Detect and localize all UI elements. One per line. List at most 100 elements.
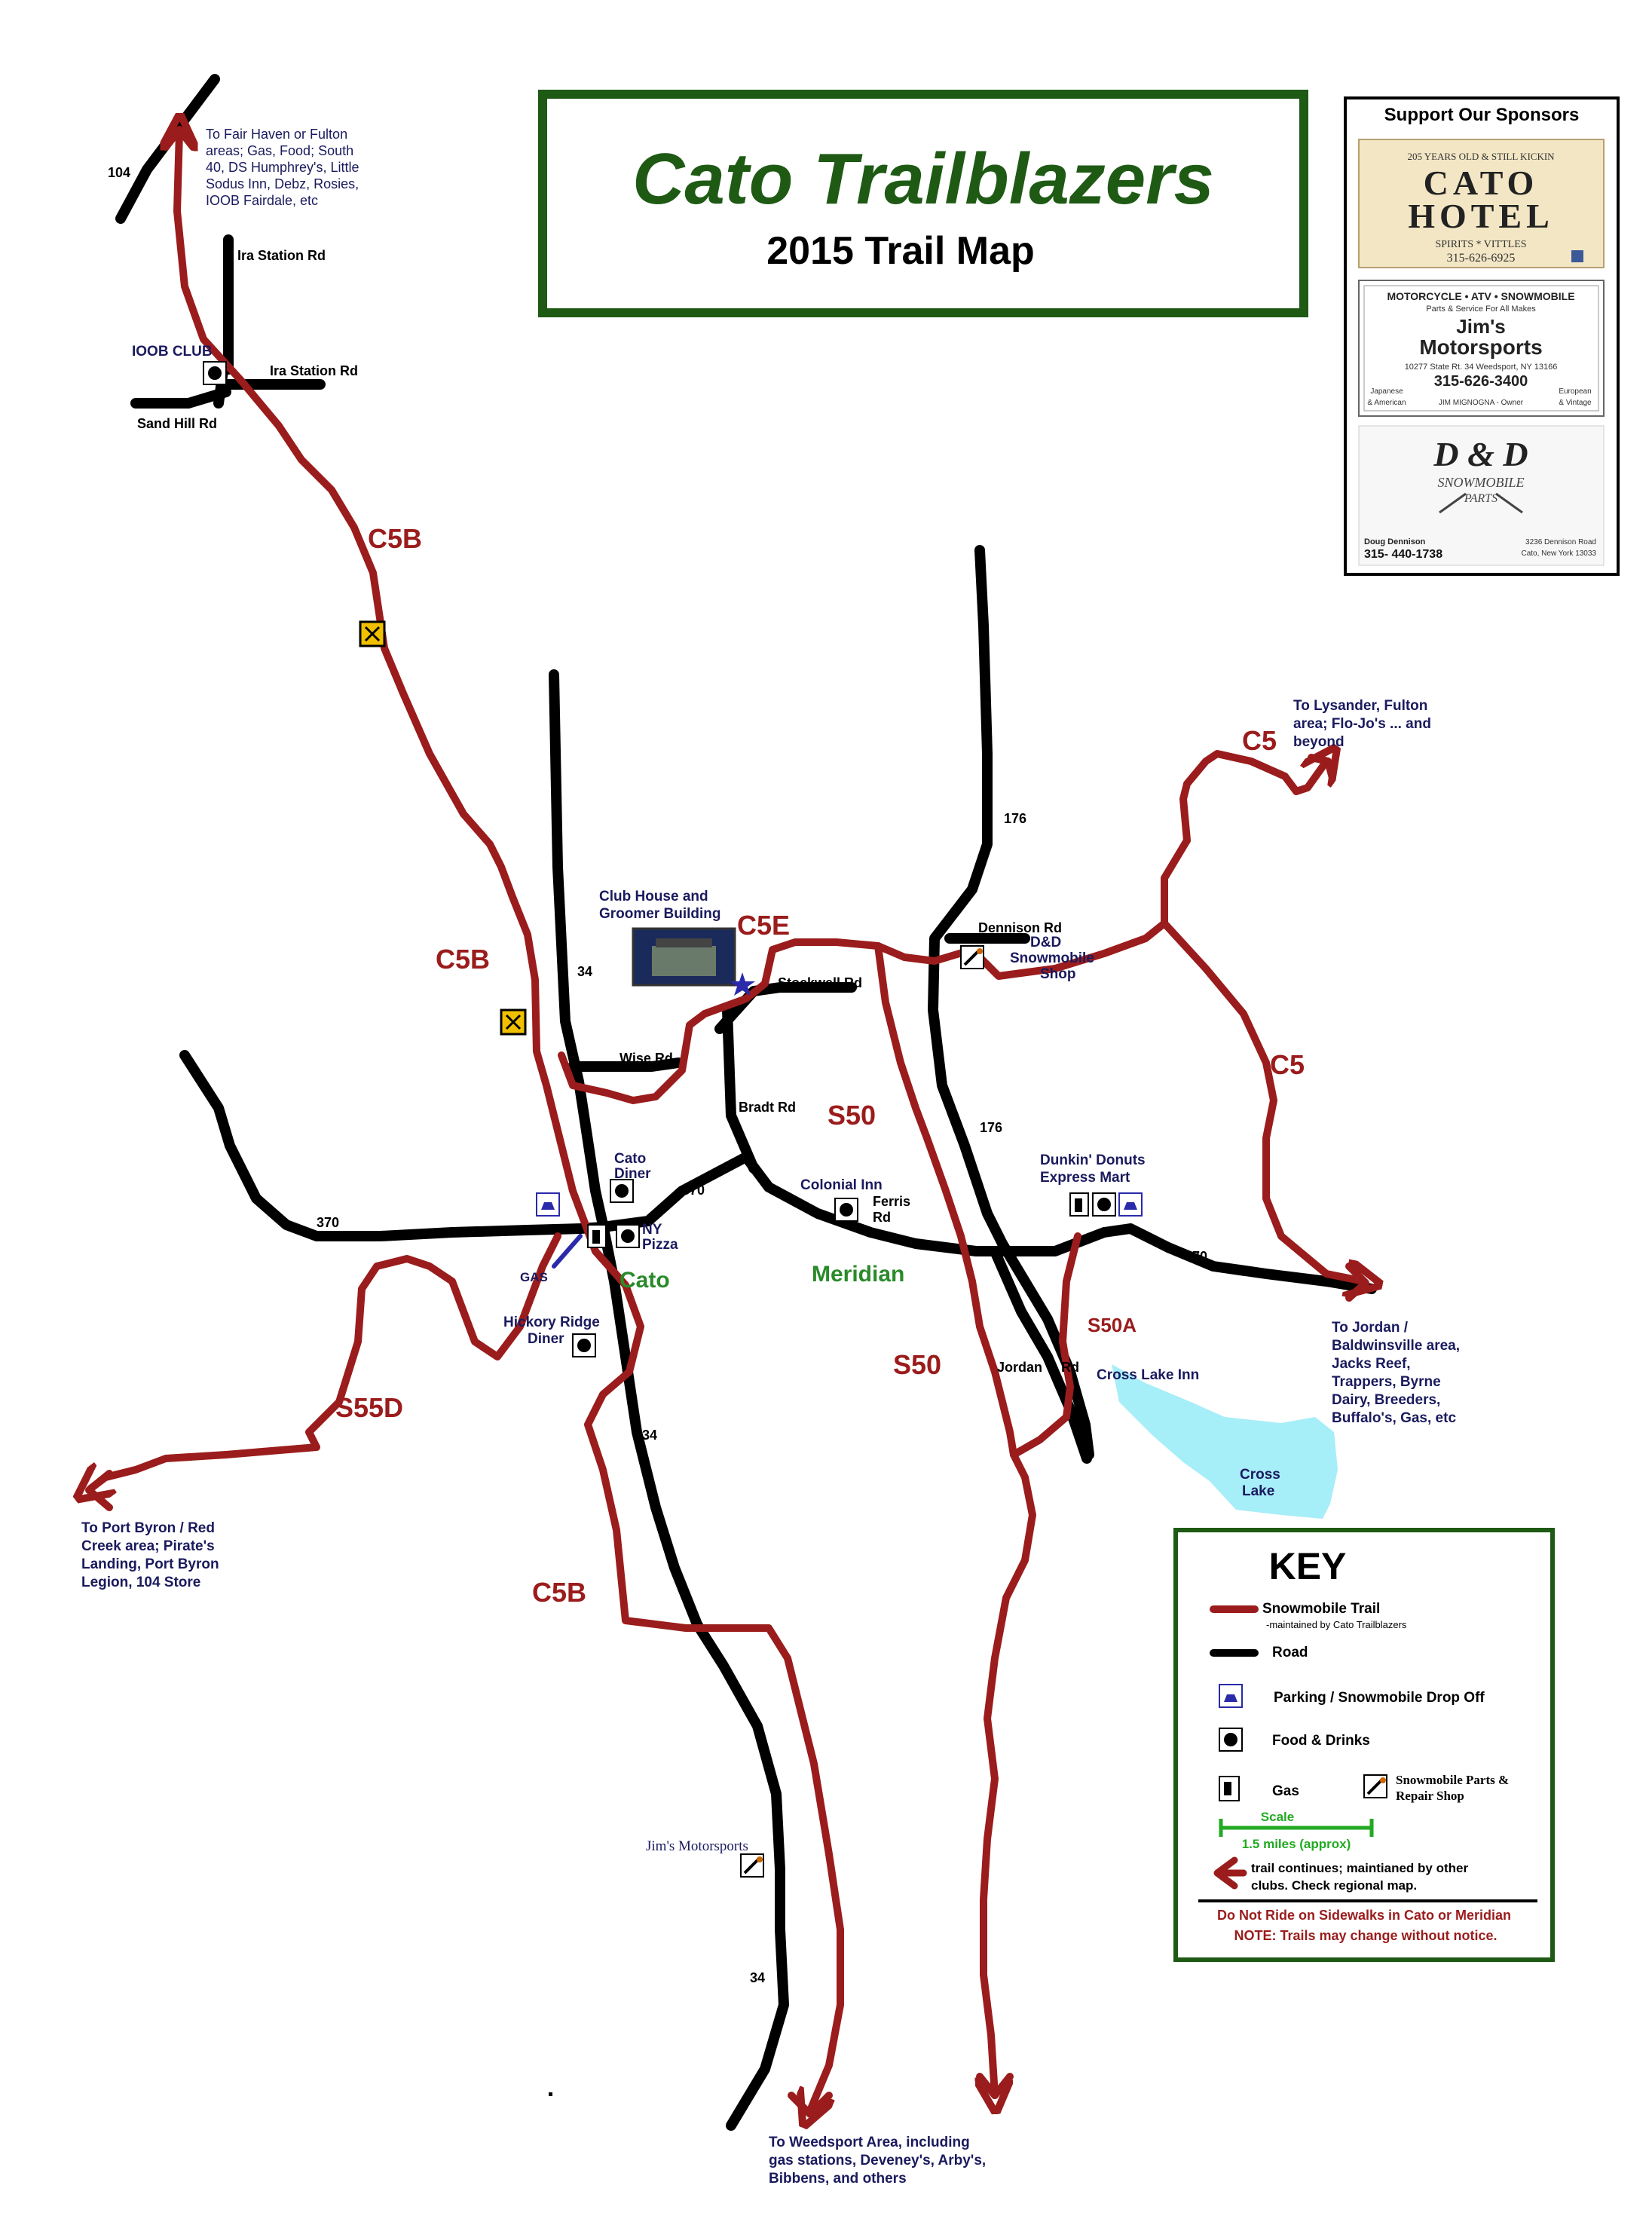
key-parking-icon xyxy=(1219,1684,1243,1708)
trail-label-s50a: S50A xyxy=(1088,1314,1137,1336)
stray-dot xyxy=(549,2092,552,2096)
place-jims-motorsports: Jim's Motorsports xyxy=(646,1838,748,1854)
dd-address1: 3236 Dennison Road xyxy=(1525,538,1596,546)
parking-snowmobile-icon-cato xyxy=(536,1192,560,1217)
road-370-west xyxy=(179,1050,608,1241)
road-34-north xyxy=(549,669,608,1230)
map-subtitle: 2015 Trail Map xyxy=(766,229,1035,273)
note-jordan-line-6: Buffalo's, Gas, etc xyxy=(1332,1410,1456,1426)
note-port-byron: To Port Byron / Red Creek area; Pirate's… xyxy=(81,1520,223,1590)
note-north-line-2: areas; Gas, Food; South xyxy=(206,143,353,158)
jims-name2: Motorsports xyxy=(1419,335,1542,359)
facebook-icon xyxy=(1571,250,1583,262)
place-hickory-1: Hickory Ridge xyxy=(503,1315,600,1330)
gas-pump-icon-cato xyxy=(587,1224,607,1248)
jims-owner: JIM MIGNOGNA - Owner xyxy=(1439,399,1524,407)
key-gas-label: Gas xyxy=(1272,1783,1299,1799)
crossing-signs xyxy=(359,620,527,1036)
note-weedsport: To Weedsport Area, including gas station… xyxy=(769,2135,990,2187)
key-title: KEY xyxy=(1269,1545,1347,1587)
food-icon-cato-diner xyxy=(610,1179,634,1203)
key-food-icon xyxy=(1219,1728,1243,1752)
food-icon-hickory xyxy=(572,1333,596,1357)
place-cross-lake-1: Cross xyxy=(1240,1467,1280,1483)
place-clubhouse-1: Club House and xyxy=(599,889,708,904)
trail-c5e xyxy=(558,837,1191,1104)
town-meridian: Meridian xyxy=(812,1262,904,1287)
clubhouse-star-icon xyxy=(730,972,755,996)
gas-pump-icon-dunkin xyxy=(1069,1192,1089,1217)
note-lysander: To Lysander, Fulton area; Flo-Jo's ... a… xyxy=(1293,698,1435,750)
key-warning-1: Do Not Ride on Sidewalks in Cato or Meri… xyxy=(1217,1908,1511,1923)
road-label-jordan: Jordan xyxy=(997,1360,1042,1375)
dd-line1: SNOWMOBILE xyxy=(1438,475,1525,490)
jims-left2: & American xyxy=(1367,399,1406,407)
snowmobile-crossing-sign-icon-2 xyxy=(500,1008,527,1036)
arrow-jordan xyxy=(1345,1262,1369,1302)
place-hickory-2: Diner xyxy=(528,1331,564,1347)
road-label-dennison: Dennison Rd xyxy=(978,920,1062,935)
place-cato-diner-1: Cato xyxy=(614,1151,646,1167)
trail-label-c5b-1: C5B xyxy=(368,523,422,554)
place-cato-diner-2: Diner xyxy=(614,1166,651,1182)
note-jordan: To Jordan / Baldwinsville area, Jacks Re… xyxy=(1332,1320,1464,1426)
place-clubhouse-2: Groomer Building xyxy=(599,906,721,922)
trail-label-c5-1: C5 xyxy=(1242,725,1277,756)
sponsor-cato-hotel: 205 YEARS OLD & STILL KICKIN CATO HOTEL … xyxy=(1358,139,1605,268)
place-gas: GAS xyxy=(520,1270,548,1284)
trail-s55d xyxy=(90,1232,561,1489)
note-port-byron-line-4: Legion, 104 Store xyxy=(81,1575,200,1590)
road-label-stockwell: Stockwell Rd xyxy=(778,975,862,990)
clubhouse-photo xyxy=(632,927,736,987)
food-icons xyxy=(203,361,1116,1357)
note-port-byron-line-1: To Port Byron / Red xyxy=(81,1520,215,1536)
gas-icons xyxy=(587,1192,1089,1248)
snowmobile-crossing-sign-icon-1 xyxy=(359,620,386,647)
map-key: KEY Snowmobile Trail -maintained by Cato… xyxy=(1173,1528,1555,1962)
note-port-byron-line-2: Creek area; Pirate's xyxy=(81,1538,215,1554)
key-scale-label: Scale xyxy=(1261,1810,1294,1824)
arrow-s50 xyxy=(976,2073,1014,2099)
dd-line2: PARTS xyxy=(1464,492,1498,505)
key-parts-label-2: Repair Shop xyxy=(1396,1789,1464,1803)
place-dd-shop-1: D&D xyxy=(1030,935,1061,950)
key-food-label: Food & Drinks xyxy=(1272,1733,1370,1749)
road-label-370-3: 370 xyxy=(1185,1249,1207,1264)
place-colonial-inn: Colonial Inn xyxy=(800,1177,883,1193)
jims-right1: European xyxy=(1559,387,1591,396)
jims-left1: Japanese xyxy=(1370,387,1403,396)
arrow-port-byron xyxy=(85,1470,113,1511)
title-frame xyxy=(538,90,1308,317)
key-continues-1: trail continues; maintianed by other xyxy=(1251,1861,1468,1875)
sponsor-dd-snowmobile: D & D SNOWMOBILE PARTS Doug Dennison 315… xyxy=(1358,425,1605,566)
repair-icons xyxy=(740,945,984,1878)
road-jordan xyxy=(990,1246,1092,1464)
road-label-104: 104 xyxy=(108,165,130,180)
roads xyxy=(115,74,1377,2131)
arrow-lysander xyxy=(1308,754,1336,782)
food-icon-ioob xyxy=(203,361,227,385)
place-ny-pizza-2: Pizza xyxy=(642,1237,678,1253)
trail-c5b-south xyxy=(584,1247,844,2110)
trail-label-s55d: S55D xyxy=(335,1392,403,1423)
town-cato: Cato xyxy=(620,1268,670,1293)
cato-hotel-phone: 315-626-6925 xyxy=(1447,252,1516,265)
parking-snowmobile-icon-dunkin xyxy=(1118,1192,1143,1217)
road-label-34-2: 34 xyxy=(642,1428,657,1443)
note-jordan-line-3: Jacks Reef, xyxy=(1332,1356,1411,1372)
road-label-wise: Wise Rd xyxy=(620,1051,673,1066)
jims-phone: 315-626-3400 xyxy=(1434,373,1528,390)
road-label-sand-hill: Sand Hill Rd xyxy=(137,416,217,431)
dd-phone: 315- 440-1738 xyxy=(1364,548,1442,561)
trail-c5-east xyxy=(1161,920,1364,1281)
road-sand-hill xyxy=(130,387,231,409)
trail-label-s50-2: S50 xyxy=(893,1349,941,1380)
note-jordan-line-1: To Jordan / xyxy=(1332,1320,1409,1336)
jims-address: 10277 State Rt. 34 Weedsport, NY 13166 xyxy=(1405,363,1558,372)
place-ioob-club: IOOB CLUB xyxy=(132,344,213,360)
trail-label-c5e: C5E xyxy=(737,910,790,941)
map-title: Cato Trailblazers xyxy=(632,139,1214,219)
arrow-north xyxy=(162,126,197,151)
dd-name: D & D xyxy=(1433,435,1528,473)
